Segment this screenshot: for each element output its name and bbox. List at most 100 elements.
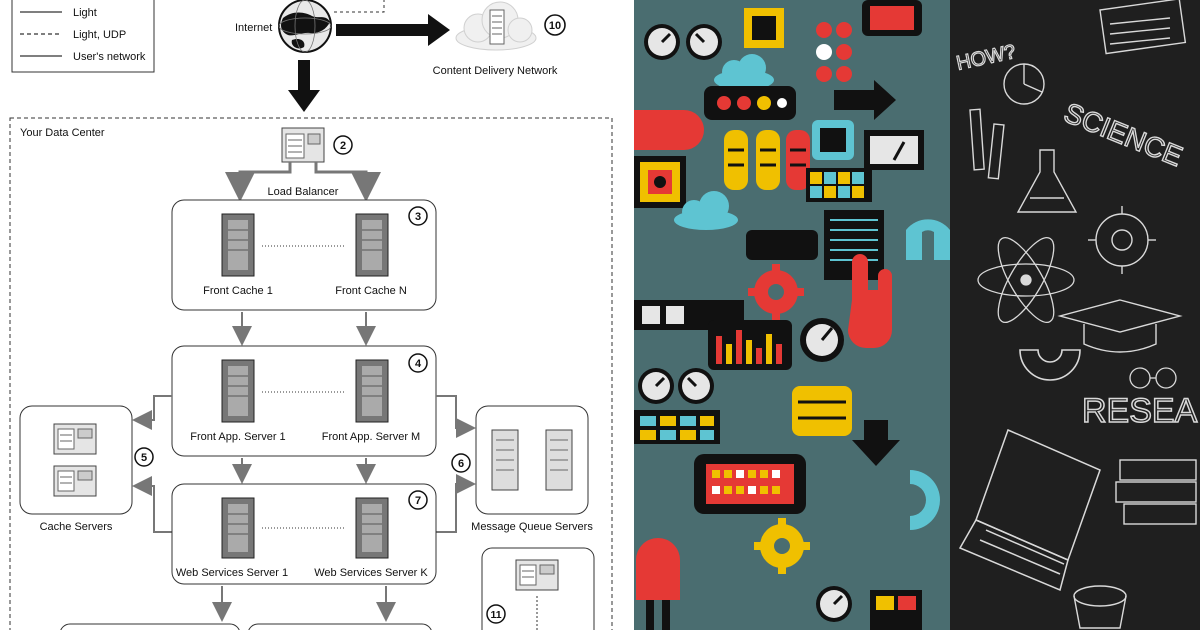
datacenter-boundary bbox=[9, 117, 613, 635]
chalkboard-svg: HOW? SCIENCE RESEA bbox=[950, 0, 1200, 630]
front-app-1-label: Front App. Server 1 bbox=[190, 431, 285, 443]
magnet-icon bbox=[906, 219, 950, 260]
arrow-app-to-cache-servers bbox=[132, 395, 172, 430]
ws-1-label: Web Services Server 1 bbox=[176, 567, 288, 579]
arrow-right-icon bbox=[834, 80, 896, 120]
doodle-cup bbox=[1073, 585, 1127, 629]
bottom-box-right bbox=[247, 623, 433, 635]
internet-label: Internet bbox=[235, 22, 272, 34]
front-app-number-badge bbox=[408, 353, 428, 373]
doodle-gear bbox=[1088, 206, 1156, 274]
red-pill-shape bbox=[634, 110, 704, 150]
cdn-label: Content Delivery Network bbox=[433, 65, 558, 77]
web-services-number: 7 bbox=[415, 495, 421, 507]
arrow-ws-to-mq bbox=[436, 474, 476, 533]
front-app-m-label: Front App. Server M bbox=[322, 431, 420, 443]
legend-label-users-network: User's network bbox=[73, 51, 146, 63]
mq-server-icon-left bbox=[491, 429, 519, 491]
ws-1-server-icon bbox=[221, 497, 255, 559]
tech-pattern-svg bbox=[634, 0, 950, 630]
load-balancer-node: 2 Load Balancer bbox=[268, 127, 353, 198]
cloud-icon-pattern-2 bbox=[674, 191, 738, 230]
doodle-books bbox=[1099, 0, 1187, 55]
diagram-svg: Light Light, UDP User's network Internet bbox=[9, 0, 613, 635]
doodle-glasses bbox=[1129, 367, 1177, 389]
front-app-m-server-icon bbox=[355, 359, 389, 423]
doodle-laptop bbox=[958, 428, 1101, 592]
legend: Light Light, UDP User's network bbox=[11, 0, 155, 73]
front-app-group: 4 Front App. Server 1 Front bbox=[171, 345, 437, 457]
gear-icon bbox=[748, 264, 804, 320]
ws-k-server-icon bbox=[355, 497, 389, 559]
arrow-ws-to-cache-servers bbox=[132, 476, 172, 533]
arrow-lb-to-cacheN bbox=[314, 162, 381, 202]
ws-k-label: Web Services Server K bbox=[314, 567, 428, 579]
udp-link-line bbox=[334, 0, 385, 13]
front-cache-group: 3 Front Cache 1 Front Cache bbox=[171, 199, 437, 311]
legend-label-light: Light bbox=[73, 7, 97, 19]
item-11-box bbox=[481, 547, 595, 635]
cloud-icon-pattern bbox=[714, 54, 774, 90]
doodle-flask bbox=[1016, 149, 1078, 213]
cloud-icon bbox=[455, 1, 537, 51]
architecture-diagram: Light Light, UDP User's network Internet bbox=[9, 0, 613, 635]
front-app-1-server-icon bbox=[221, 359, 255, 423]
doodle-magnet bbox=[1019, 349, 1081, 381]
arrow-internet-to-cdn bbox=[336, 14, 450, 46]
cdn-number: 10 bbox=[549, 20, 561, 32]
cache-server-icon-bottom bbox=[53, 465, 97, 497]
load-balancer-label: Load Balancer bbox=[268, 186, 339, 198]
cache-servers-box bbox=[19, 405, 133, 515]
yellow-gear-icon bbox=[754, 518, 810, 574]
front-cache-number: 3 bbox=[415, 211, 421, 223]
front-cache-1-server-icon bbox=[221, 213, 255, 277]
item-11-number: 11 bbox=[490, 609, 501, 621]
doodle-pie-chart bbox=[1003, 63, 1045, 105]
legend-box bbox=[11, 0, 155, 73]
front-cache-n-label: Front Cache N bbox=[335, 285, 407, 297]
color-grid-icon bbox=[806, 168, 872, 202]
tech-pattern-tile bbox=[634, 0, 950, 630]
doodle-pencils bbox=[969, 108, 1005, 180]
item-11-number-badge bbox=[486, 604, 506, 624]
legend-label-light-udp: Light, UDP bbox=[73, 29, 126, 41]
load-balancer-number: 2 bbox=[340, 140, 346, 152]
datacenter-title: Your Data Center bbox=[20, 127, 105, 139]
web-services-number-badge bbox=[408, 490, 428, 510]
chalkboard-doodle-tile: HOW? SCIENCE RESEA bbox=[950, 0, 1200, 630]
dial-icons-bottom bbox=[638, 368, 714, 404]
hand-pointer-icon bbox=[848, 254, 892, 348]
doodle-atom bbox=[977, 237, 1075, 323]
web-services-group: 7 Web Services Server 1 Web bbox=[171, 483, 437, 585]
cdn-number-badge bbox=[544, 14, 566, 36]
arrow-app-to-mq bbox=[436, 395, 476, 438]
dark-bar-1 bbox=[746, 230, 818, 260]
internet-node: Internet bbox=[235, 0, 332, 53]
led-matrix-panel bbox=[694, 454, 806, 514]
arrow-lb-to-cache1 bbox=[225, 162, 292, 202]
dial-icons-top bbox=[644, 24, 722, 60]
cdn-node: 10 Content Delivery Network bbox=[433, 1, 566, 77]
front-app-number: 4 bbox=[415, 358, 422, 370]
circular-arrow-icon bbox=[910, 470, 940, 530]
item-11-server-icon bbox=[515, 559, 559, 591]
globe-icon bbox=[278, 0, 332, 53]
front-cache-n-server-icon bbox=[355, 213, 389, 277]
red-balloon-shape bbox=[636, 538, 680, 600]
cache-servers-label: Cache Servers bbox=[40, 521, 113, 533]
yellow-ladder-icons bbox=[724, 130, 810, 190]
cache-server-icon-top bbox=[53, 423, 97, 455]
load-balancer-number-badge bbox=[333, 135, 353, 155]
mq-server-icon-right bbox=[545, 429, 573, 491]
cache-servers-number-badge bbox=[134, 447, 154, 467]
doodle-text-research: RESEA bbox=[1082, 392, 1198, 430]
front-cache-number-badge bbox=[408, 206, 428, 226]
target-square-icon bbox=[634, 156, 686, 208]
message-queue-group: 6 Message Queue Servers bbox=[451, 405, 593, 533]
red-circles-grid bbox=[816, 22, 852, 82]
arrow-internet-to-datacenter bbox=[288, 60, 320, 112]
message-queue-label: Message Queue Servers bbox=[471, 521, 593, 533]
cache-servers-group: 5 Cache Servers bbox=[19, 405, 154, 533]
arrow-down-icon bbox=[852, 420, 900, 466]
